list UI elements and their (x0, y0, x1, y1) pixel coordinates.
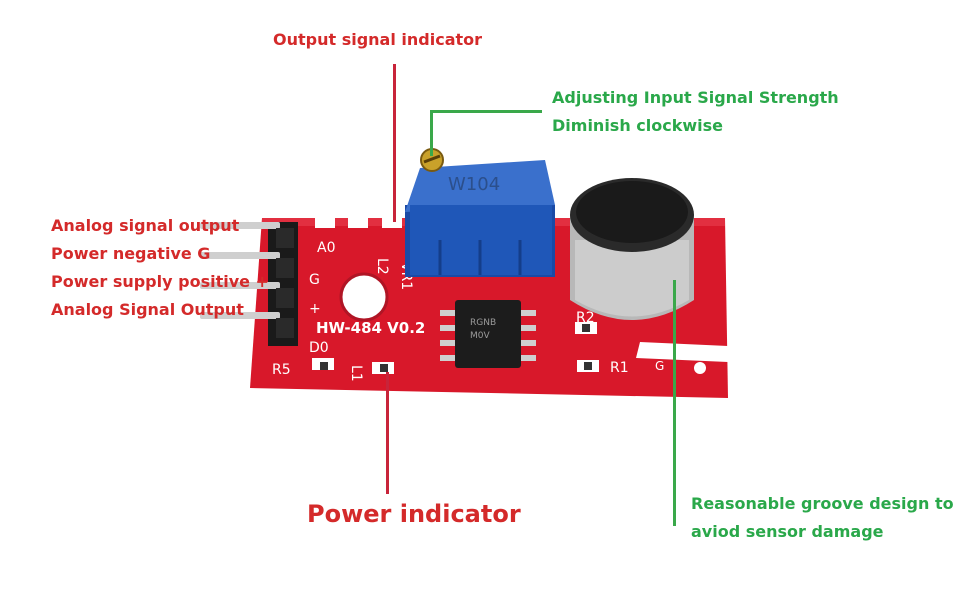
ic-chip: RGNB M0V (440, 300, 536, 368)
label-groove-line2: aviod sensor damage (691, 522, 884, 541)
pointer-adjust-vertical (430, 110, 433, 156)
label-groove-line1: Reasonable groove design to (691, 494, 954, 513)
chip-marking-1: RGNB (470, 318, 496, 328)
silk-g-right: G (655, 359, 664, 373)
silk-g: G (309, 272, 320, 288)
groove-slot (636, 342, 728, 362)
pot-code: W104 (448, 174, 500, 195)
pointer-power-indicator (386, 372, 389, 494)
pointer-output-indicator (393, 64, 396, 222)
label-adjust-line1: Adjusting Input Signal Strength (552, 88, 839, 107)
mounting-hole (339, 272, 389, 322)
label-pin-power-negative: Power negative G (51, 244, 211, 263)
silk-a0: A0 (317, 240, 335, 256)
pointer-adjust-horizontal (430, 110, 542, 113)
microphone-capsule (570, 178, 694, 320)
silk-r5: R5 (272, 362, 291, 378)
smd-components (312, 218, 599, 374)
chip-marking-2: M0V (470, 331, 490, 341)
label-power-indicator: Power indicator (307, 500, 521, 528)
silk-d0: D0 (309, 340, 329, 356)
label-pin-signal-output: Analog Signal Output (51, 300, 244, 319)
silk-r1: R1 (610, 360, 629, 376)
silk-plus: + (309, 301, 321, 317)
board-model: HW-484 V0.2 (316, 319, 425, 337)
pointer-groove (673, 280, 676, 526)
label-pin-analog-output: Analog signal output (51, 216, 240, 235)
label-output-indicator: Output signal indicator (273, 30, 483, 49)
silk-l2: L2 (374, 258, 390, 275)
label-pin-power-positive: Power supply positive + (51, 272, 269, 291)
header-pins (200, 222, 298, 346)
silk-r2: R2 (576, 310, 595, 326)
silk-l1: L1 (348, 365, 364, 382)
label-adjust-line2: Diminish clockwise (552, 116, 724, 135)
potentiometer: W104 (405, 148, 555, 277)
